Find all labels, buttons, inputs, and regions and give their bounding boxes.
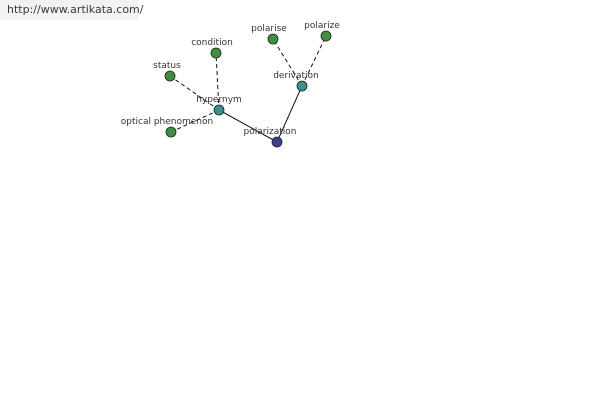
- node-condition[interactable]: [210, 47, 222, 59]
- edge-hypernym-optical-phenomenon: [170, 109, 220, 133]
- node-optical-phenomenon[interactable]: [165, 126, 177, 138]
- node-label-status[interactable]: status: [153, 61, 181, 71]
- node-polarise[interactable]: [267, 33, 279, 45]
- node-hypernym[interactable]: [213, 104, 225, 116]
- node-label-polarize[interactable]: polarize: [304, 21, 340, 31]
- node-label-polarise[interactable]: polarise: [251, 24, 287, 34]
- edges-layer: [169, 35, 327, 143]
- edge-hypernym-condition: [215, 52, 220, 111]
- node-label-optical-phenomenon[interactable]: optical phenomenon: [121, 117, 213, 127]
- node-label-derivation[interactable]: derivation: [273, 71, 319, 81]
- node-polarization[interactable]: [271, 136, 283, 148]
- node-derivation[interactable]: [296, 80, 308, 92]
- labels-layer: polarization hypernym derivation status cond…: [121, 21, 341, 137]
- edge-polarization-hypernym: [218, 109, 278, 143]
- node-label-polarization[interactable]: polarization: [244, 127, 297, 137]
- nodes-layer: [164, 30, 332, 148]
- edge-derivation-polarize: [301, 35, 327, 87]
- edge-derivation-polarise: [272, 38, 303, 87]
- node-label-condition[interactable]: condition: [191, 38, 233, 48]
- node-label-hypernym[interactable]: hypernym: [196, 95, 242, 105]
- node-polarize[interactable]: [320, 30, 332, 42]
- edge-hypernym-status: [169, 75, 220, 111]
- node-status[interactable]: [164, 70, 176, 82]
- site-watermark: http://www.artikata.com/: [0, 0, 143, 20]
- edge-polarization-derivation: [276, 85, 303, 143]
